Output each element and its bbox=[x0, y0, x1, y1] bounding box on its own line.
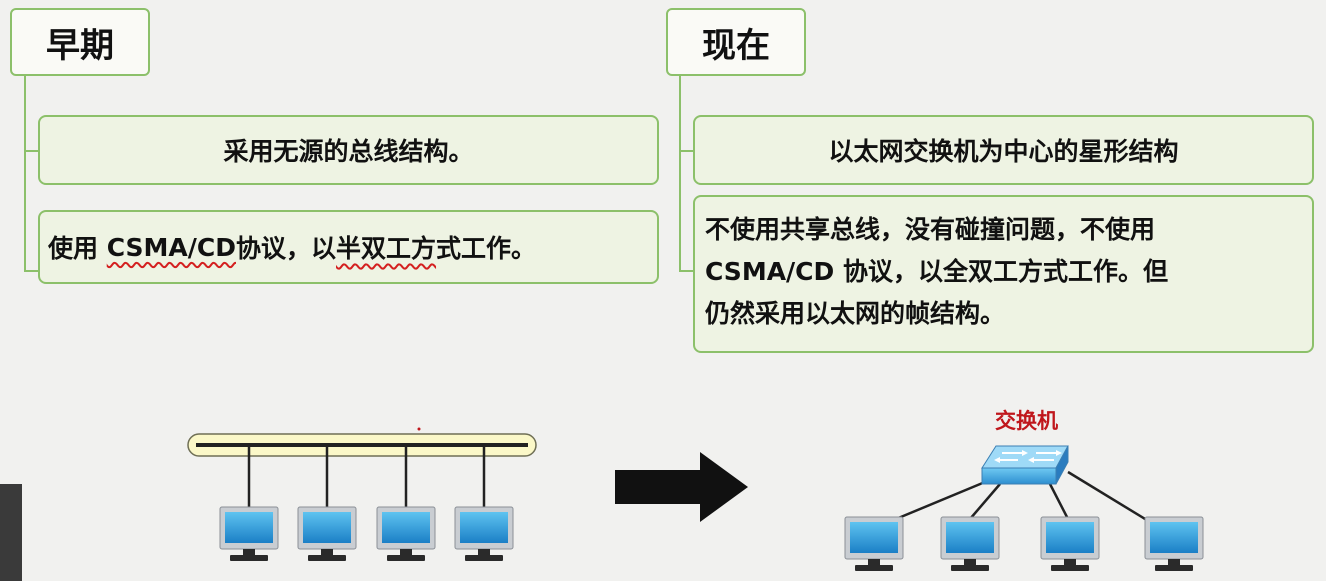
now-item-line-2: CSMA/CD 协议，以全双工方式工作。但 bbox=[705, 257, 1168, 286]
star-link-1 bbox=[895, 480, 986, 521]
now-item-switched: 不使用共享总线，没有碰撞问题，不使用 CSMA/CD 协议，以全双工方式工作。但… bbox=[693, 195, 1314, 353]
switch-icon bbox=[981, 445, 1069, 485]
now-item-star-text: 以太网交换机为中心的星形结构 bbox=[828, 137, 1179, 166]
star-link-2 bbox=[969, 483, 1001, 520]
now-item-star: 以太网交换机为中心的星形结构 bbox=[693, 115, 1314, 185]
bus-computer-icon-4 bbox=[454, 506, 514, 562]
csma-middle: 协议，以 bbox=[236, 234, 337, 263]
star-computer-icon-1 bbox=[844, 516, 904, 572]
csma-suffix: 式工作。 bbox=[436, 234, 537, 263]
presenter-video-edge bbox=[0, 484, 22, 581]
star-computer-icon-3 bbox=[1040, 516, 1100, 572]
early-item-csma: 使用 CSMA/CD 协议，以 半双工方 式工作。 bbox=[38, 210, 659, 284]
switch-label: 交换机 bbox=[995, 409, 1058, 433]
right-connector bbox=[679, 76, 681, 272]
now-title: 现在 bbox=[666, 8, 806, 76]
right-connector-branch-2 bbox=[679, 270, 693, 272]
early-title: 早期 bbox=[10, 8, 150, 76]
early-item-bus-text: 采用无源的总线结构。 bbox=[223, 137, 474, 166]
left-connector-branch-1 bbox=[24, 150, 38, 152]
star-link-3 bbox=[1048, 483, 1070, 520]
early-item-bus: 采用无源的总线结构。 bbox=[38, 115, 659, 185]
bus-computer-icon-2 bbox=[297, 506, 357, 562]
left-connector-branch-2 bbox=[24, 270, 38, 272]
star-topology bbox=[844, 445, 1204, 572]
left-connector bbox=[24, 76, 26, 272]
bus-computer-icon-3 bbox=[376, 506, 436, 562]
bus-topology bbox=[187, 427, 537, 562]
csma-prefix: 使用 bbox=[48, 234, 107, 263]
right-connector-branch-1 bbox=[679, 150, 693, 152]
csma-term: CSMA/CD bbox=[106, 232, 236, 262]
star-computer-icon-2 bbox=[940, 516, 1000, 572]
star-computer-icon-4 bbox=[1144, 516, 1204, 572]
bus-computer-icon-1 bbox=[219, 506, 279, 562]
now-item-line-1: 不使用共享总线，没有碰撞问题，不使用 bbox=[705, 215, 1156, 244]
star-link-4 bbox=[1067, 470, 1151, 524]
transition-arrow-icon bbox=[615, 452, 748, 522]
half-duplex-term: 半双工方 bbox=[336, 234, 437, 263]
now-item-line-3: 仍然采用以太网的帧结构。 bbox=[705, 299, 1006, 328]
